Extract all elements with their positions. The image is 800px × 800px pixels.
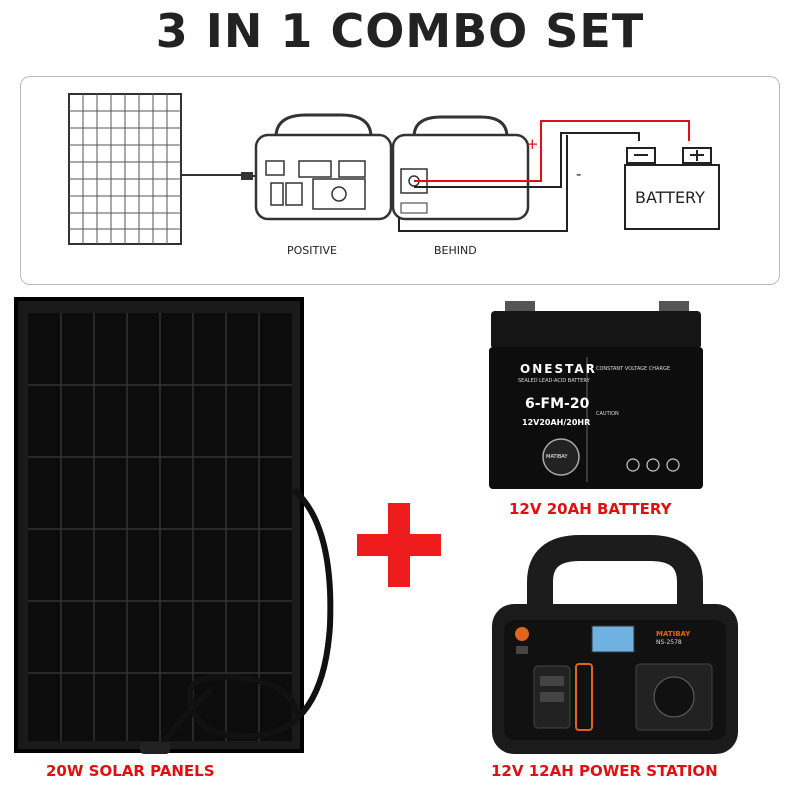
battery-model: 6-FM-20 — [525, 396, 590, 412]
behind-caption: BEHIND — [434, 244, 477, 257]
battery-image — [489, 301, 703, 489]
wiring-diagram-art — [68, 93, 720, 245]
battery-rating: 12V20AH/20HR — [522, 418, 591, 427]
station-brand: MATIBAY — [656, 630, 691, 638]
power-station-caption: 12V 12AH POWER STATION — [491, 762, 718, 780]
battery-charge-title: CONSTANT VOLTAGE CHARGE — [596, 366, 670, 372]
solar-panel-caption: 20W SOLAR PANELS — [46, 762, 215, 780]
battery-subtitle: SEALED LEAD-ACID BATTERY — [518, 378, 590, 384]
page-title: 3 IN 1 COMBO SET — [155, 4, 645, 58]
battery-sketch — [624, 147, 720, 230]
battery-seal: MATIBAY — [546, 454, 568, 460]
power-station-image — [492, 535, 738, 754]
battery-caption: 12V 20AH BATTERY — [509, 500, 672, 518]
station-model: NS-2578 — [656, 639, 682, 646]
positive-caption: POSITIVE — [287, 244, 337, 257]
battery-caution: CAUTION — [596, 411, 619, 417]
negative-sign: - — [576, 165, 582, 183]
station-back-sketch — [391, 115, 530, 221]
plus-icon — [357, 503, 441, 587]
battery-label: BATTERY — [635, 188, 705, 207]
wiring-diagram: + - BATTERY POSITIVE BEHIND — [20, 76, 780, 285]
station-front-sketch — [254, 113, 393, 221]
solar-panel-image — [14, 297, 334, 754]
solar-panel-sketch — [68, 93, 182, 245]
positive-sign: + — [526, 135, 539, 153]
battery-brand: ONESTAR — [520, 362, 597, 376]
